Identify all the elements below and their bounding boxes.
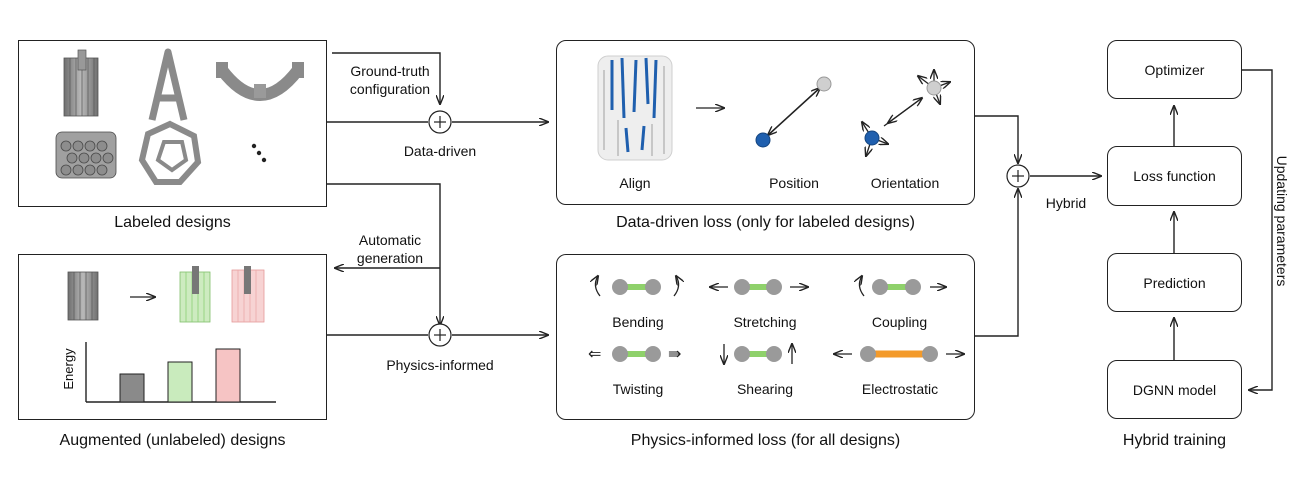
- design-arc-icon: [216, 62, 304, 101]
- physics-loss-to-hybrid-arrow: [975, 189, 1018, 337]
- augmented-pink-design-icon: [231, 266, 265, 323]
- labeled-designs-caption: Labeled designs: [114, 214, 231, 231]
- labeled-design-thumbnails: [55, 48, 304, 185]
- connectors: [327, 52, 1273, 390]
- design-polyhedron-icon: [138, 120, 202, 185]
- position-icon: [755, 76, 832, 148]
- energy-bar-green: [167, 361, 193, 403]
- update-parameters-arrow: [1242, 69, 1273, 390]
- orientation-blue-node: [864, 130, 880, 146]
- sum-nodes: [428, 110, 1030, 347]
- orientation-label: Orientation: [870, 175, 940, 191]
- data-driven-loss-caption: Data-driven loss (only for labeled desig…: [616, 214, 915, 231]
- twisting-icon: ⇐ ⇛: [588, 344, 681, 363]
- data-driven-label: Data-driven: [403, 143, 477, 159]
- original-design-icon: [67, 271, 99, 321]
- physics-loss-caption: Physics-informed loss (for all designs): [630, 432, 901, 449]
- align-structure-icon: [597, 55, 673, 161]
- energy-bar-chart: [85, 342, 276, 403]
- augmented-design-thumbnails: [67, 266, 276, 403]
- dgnn-model-box: DGNN model: [1107, 360, 1242, 419]
- shearing-icon: [724, 344, 792, 364]
- align-label: Align: [619, 175, 651, 191]
- physics-term-icons: ⇐ ⇛: [588, 276, 964, 364]
- ground-truth-label: Ground-truth configuration: [349, 63, 431, 97]
- coupling-icon: [859, 276, 946, 297]
- data-loss-to-hybrid-arrow: [975, 115, 1018, 163]
- position-label: Position: [769, 175, 819, 191]
- design-letter-a-icon: [148, 48, 188, 121]
- ground-truth-arrow: [332, 52, 440, 104]
- design-bundle-icon: [55, 131, 117, 179]
- stretching-label: Stretching: [733, 314, 797, 330]
- bending-icon: [595, 276, 678, 297]
- coupling-label: Coupling: [871, 314, 928, 330]
- augmented-designs-caption: Augmented (unlabeled) designs: [59, 432, 286, 449]
- ellipsis-icon: [251, 143, 267, 163]
- hybrid-label: Hybrid: [1045, 195, 1087, 211]
- design-brick-icon: [63, 49, 99, 117]
- svg-text:⇛: ⇛: [668, 344, 681, 363]
- energy-bar-pink: [215, 348, 241, 403]
- svg-text:⇐: ⇐: [588, 344, 601, 363]
- twisting-label: Twisting: [612, 381, 664, 397]
- shearing-label: Shearing: [736, 381, 794, 397]
- prediction-box: Prediction: [1107, 253, 1242, 312]
- hybrid-training-caption: Hybrid training: [1122, 432, 1227, 449]
- optimizer-box: Optimizer: [1107, 40, 1242, 99]
- energy-bar-original: [119, 373, 145, 403]
- automatic-generation-label: Automatic generation: [356, 232, 424, 266]
- electrostatic-label: Electrostatic: [861, 381, 939, 397]
- bending-label: Bending: [612, 314, 664, 330]
- electrostatic-icon: [834, 346, 964, 362]
- stretching-icon: [710, 279, 808, 295]
- augmented-green-design-icon: [179, 266, 211, 323]
- loss-function-box: Loss function: [1107, 146, 1242, 206]
- physics-informed-label: Physics-informed: [386, 357, 494, 373]
- orientation-gray-node: [926, 80, 942, 96]
- labeled-to-physics-sum-arrow: [327, 183, 440, 325]
